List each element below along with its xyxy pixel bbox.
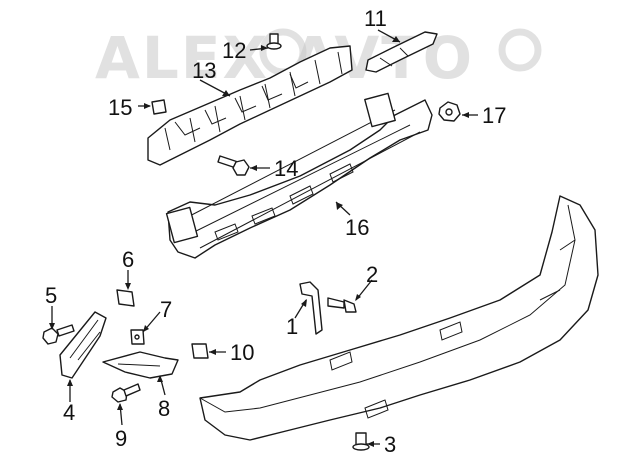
arrow-9 bbox=[117, 403, 123, 410]
callout-11: 11 bbox=[364, 6, 387, 31]
callout-16: 16 bbox=[345, 215, 369, 240]
arrow-4 bbox=[67, 379, 73, 386]
arrow-8 bbox=[157, 375, 163, 382]
arrow-5 bbox=[49, 323, 55, 330]
part-8-guide-bracket bbox=[102, 351, 179, 379]
callout-2: 2 bbox=[366, 262, 378, 287]
arrow-17 bbox=[462, 112, 469, 118]
part-2-push-pin bbox=[327, 297, 357, 313]
part-16-reinforcement-bar bbox=[165, 92, 433, 259]
callout-10: 10 bbox=[230, 340, 254, 365]
callout-5: 5 bbox=[45, 283, 57, 308]
part-14-bolt bbox=[217, 155, 250, 176]
arrow-2 bbox=[355, 294, 361, 301]
arrow-15 bbox=[144, 103, 151, 109]
callout-17: 17 bbox=[482, 103, 506, 128]
part-9-bolt bbox=[111, 383, 141, 403]
part-13-energy-absorber bbox=[147, 45, 353, 166]
part-6-clip bbox=[116, 289, 135, 307]
arrow-10 bbox=[209, 349, 216, 355]
arrow-7 bbox=[143, 325, 149, 332]
arrow-14 bbox=[250, 165, 257, 171]
callout-4: 4 bbox=[63, 400, 75, 425]
callout-14: 14 bbox=[274, 156, 298, 181]
part-11-bracket bbox=[365, 31, 438, 73]
part-15-clip bbox=[151, 99, 167, 115]
arrowheads bbox=[49, 36, 469, 447]
arrow-13 bbox=[222, 90, 230, 96]
callout-13: 13 bbox=[192, 58, 216, 83]
callout-8: 8 bbox=[158, 396, 170, 421]
part-5-bolt bbox=[42, 324, 75, 345]
arrow-1 bbox=[301, 299, 307, 307]
arrow-16 bbox=[336, 202, 343, 210]
arrow-11 bbox=[392, 36, 400, 42]
arrow-3 bbox=[367, 441, 374, 447]
part-4-side-bracket bbox=[59, 311, 107, 379]
part-10-clip bbox=[191, 343, 209, 359]
callout-9: 9 bbox=[115, 426, 127, 451]
bumper-cover bbox=[199, 195, 599, 441]
part-3-push-pin bbox=[352, 432, 370, 451]
arrow-6 bbox=[125, 283, 131, 290]
part-1-bracket bbox=[299, 281, 323, 335]
arrow-12 bbox=[261, 45, 268, 51]
callout-labels: 11 12 13 15 17 14 16 6 5 7 1 2 10 4 8 9 … bbox=[45, 6, 506, 457]
part-7-clip bbox=[130, 329, 145, 345]
callout-7: 7 bbox=[160, 297, 172, 322]
callout-1: 1 bbox=[286, 314, 298, 339]
callout-6: 6 bbox=[122, 247, 134, 272]
callout-3: 3 bbox=[384, 432, 396, 457]
callout-12: 12 bbox=[222, 38, 246, 63]
part-17-nut bbox=[438, 101, 461, 122]
part-12-push-pin bbox=[266, 33, 282, 50]
callout-15: 15 bbox=[108, 95, 132, 120]
